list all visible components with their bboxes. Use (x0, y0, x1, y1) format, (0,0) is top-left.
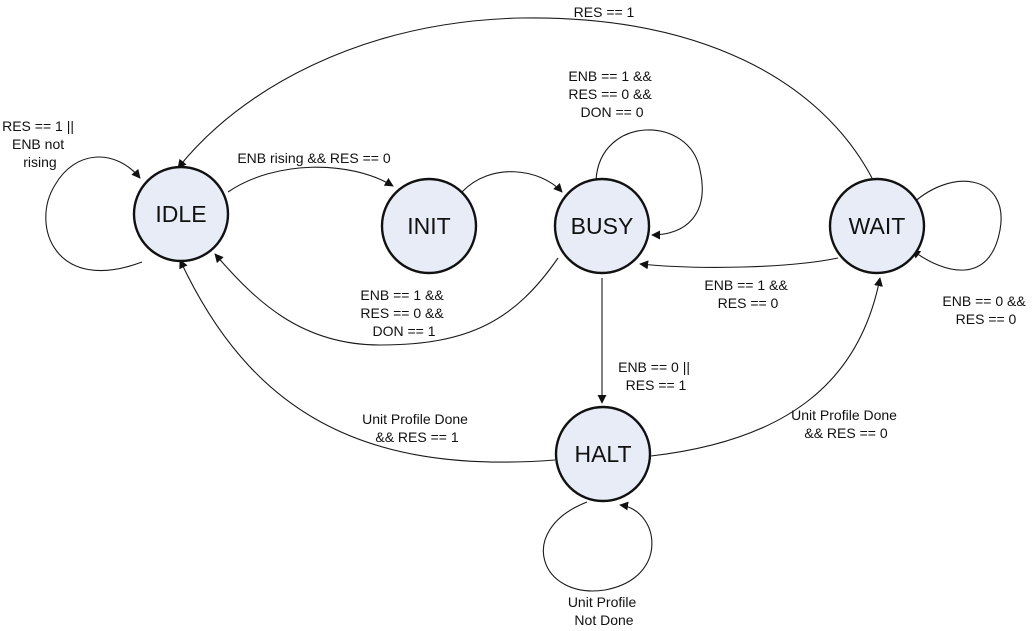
edge-halt-to-wait (650, 277, 883, 457)
state-busy-circle (553, 177, 651, 275)
label-busy-to-idle: ENB == 1 && RES == 0 && DON == 1 (360, 287, 447, 339)
label-halt-to-wait: Unit Profile Done && RES == 0 (791, 407, 901, 441)
label-idle-self: RES == 1 || ENB not rising (2, 118, 78, 170)
state-idle: IDLE (132, 165, 230, 263)
state-wait-label: WAIT (849, 213, 906, 239)
label-halt-self: Unit Profile Not Done (568, 594, 640, 628)
edge-idle-self (45, 156, 143, 272)
label-wait-self: ENB == 0 && RES == 0 (942, 293, 1029, 327)
state-halt-label: HALT (574, 441, 631, 467)
edge-busy-self (595, 129, 703, 240)
edge-wait-to-busy (639, 257, 839, 270)
state-halt: HALT (554, 405, 652, 503)
edge-wait-to-idle (177, 17, 873, 179)
label-wait-to-busy: ENB == 1 && RES == 0 (704, 277, 791, 311)
state-busy: BUSY (553, 177, 651, 275)
state-init-label: INIT (407, 213, 450, 239)
state-idle-circle (132, 165, 230, 263)
edge-halt-self (542, 501, 653, 592)
label-idle-to-init: ENB rising && RES == 0 (237, 150, 391, 166)
state-halt-circle (554, 405, 652, 503)
state-wait-circle (828, 177, 926, 275)
label-halt-to-idle: Unit Profile Done && RES == 1 (362, 411, 472, 445)
state-wait: WAIT (828, 177, 926, 275)
state-idle-label: IDLE (155, 201, 206, 227)
edge-init-to-busy (461, 171, 563, 193)
label-busy-self: ENB == 1 && RES == 0 && DON == 0 (568, 68, 655, 120)
edge-halt-to-idle (179, 259, 556, 463)
edge-idle-to-init (227, 166, 394, 193)
label-wait-to-idle: RES == 1 (574, 4, 635, 20)
state-init: INIT (380, 177, 478, 275)
state-init-circle (380, 177, 478, 275)
label-busy-to-halt: ENB == 0 || RES == 1 (618, 359, 694, 393)
edge-busy-to-idle (214, 253, 559, 346)
edge-wait-self (907, 180, 1002, 271)
state-busy-label: BUSY (571, 213, 634, 239)
